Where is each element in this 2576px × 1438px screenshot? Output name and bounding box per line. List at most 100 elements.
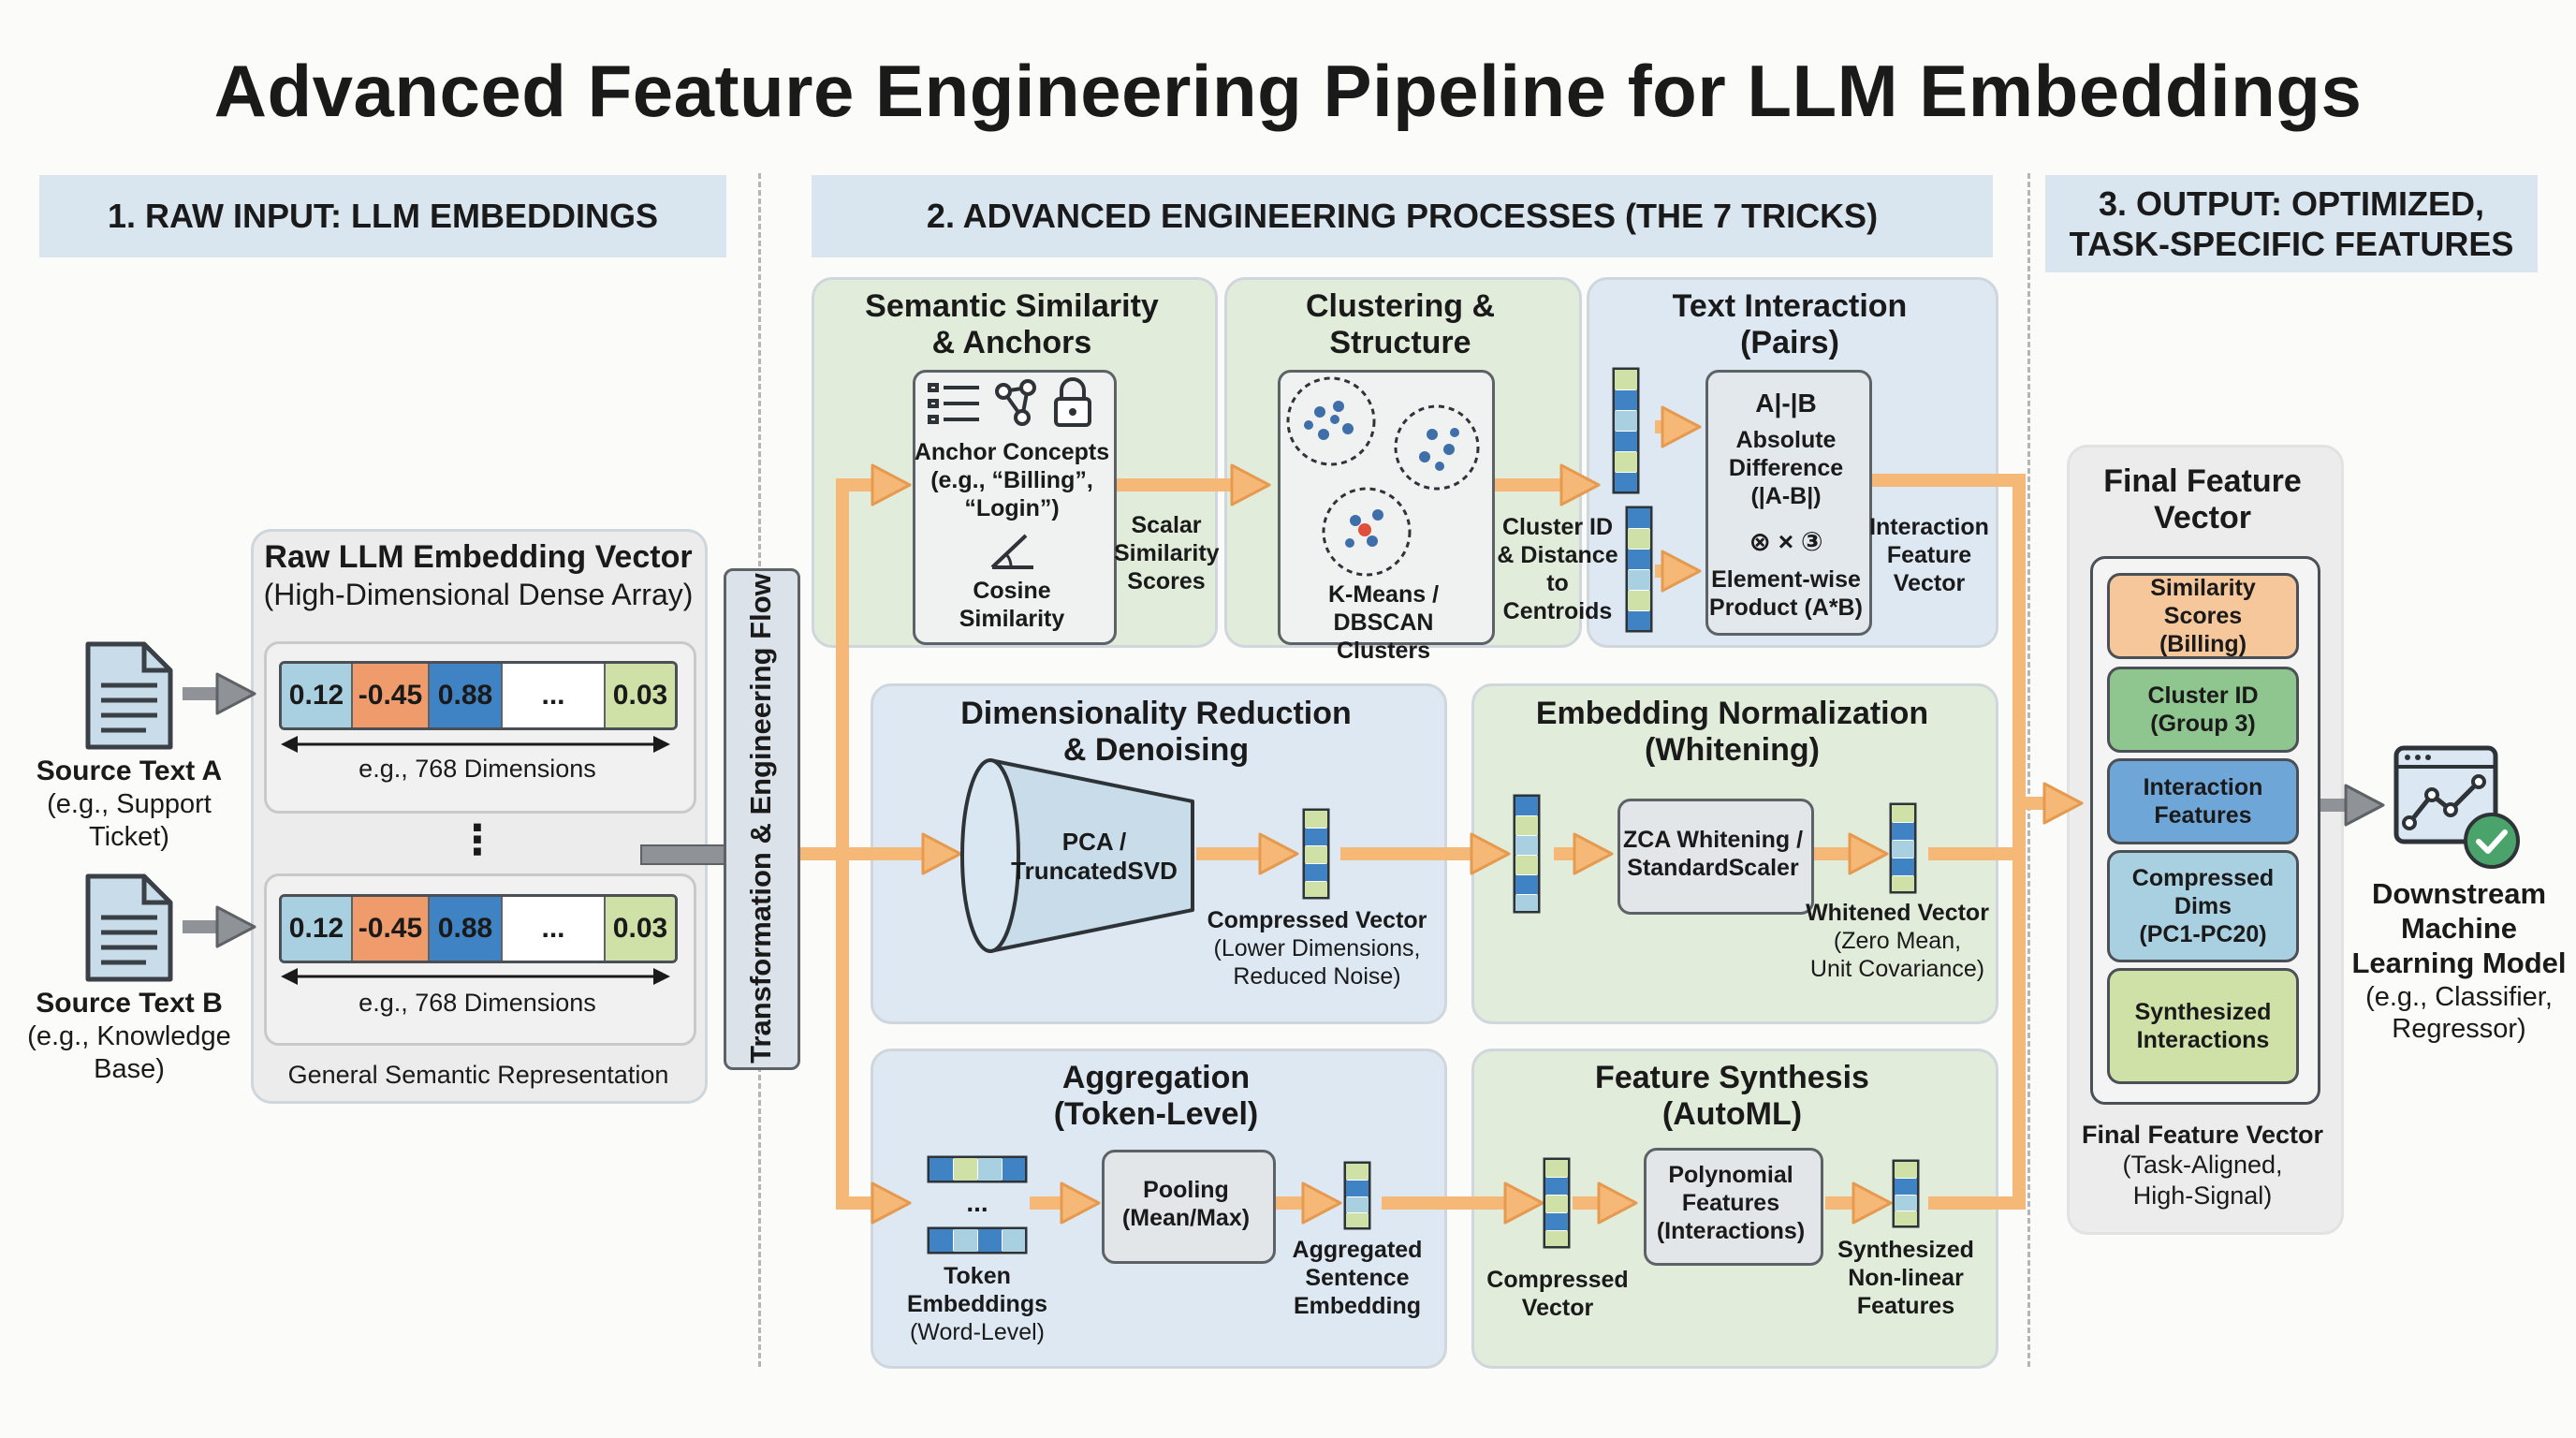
section-header-output: 3. OUTPUT: OPTIMIZED, TASK-SPECIFIC FEAT… (2045, 175, 2538, 272)
embedding-vector-a: 0.12 -0.45 0.88 ... 0.03 (279, 661, 678, 730)
vector-cell: -0.45 (353, 897, 430, 961)
abs-line2: Difference (1728, 455, 1844, 481)
final-item-line: Synthesized (2134, 999, 2272, 1025)
polynomial-label: Polynomial Features (Interactions) (1644, 1161, 1818, 1245)
scalar-line1: Scalar (1131, 512, 1202, 538)
aggregation-title-line2: (Token-Level) (1053, 1096, 1259, 1133)
final-item-line: Compressed Dims (2131, 865, 2275, 919)
final-item-line: (PC1-PC20) (2139, 921, 2267, 947)
token-line1: Token (944, 1263, 1011, 1289)
section-header-output-line1: 3. OUTPUT: OPTIMIZED, (2098, 183, 2484, 223)
check-icon (2464, 813, 2520, 869)
vector-cell: ... (503, 897, 606, 961)
dims-label-a: e.g., 768 Dimensions (359, 755, 596, 783)
dimred-title-line1: Dimensionality Reduction (960, 696, 1352, 731)
clustering-title-line2: Structure (1329, 325, 1471, 361)
scalar-scores-label: Scalar Similarity Scores (1114, 511, 1220, 595)
whitened-title: Whitened Vector (1806, 900, 1989, 926)
aggregated-line2: Sentence (1305, 1265, 1410, 1291)
final-title-line1: Final Feature (2103, 463, 2302, 499)
list-icon (928, 383, 979, 424)
aggregation-title-line1: Aggregation (1061, 1060, 1251, 1095)
compressed-sub2: Reduced Noise) (1233, 963, 1401, 990)
pooling-label: Pooling (Mean/Max) (1102, 1176, 1270, 1232)
abs-diff-label: Absolute Difference (|A-B|) (1705, 426, 1866, 510)
interaction-out-line2: Feature (1886, 542, 1972, 568)
source-b-sub2: Base) (94, 1053, 165, 1084)
raw-vector-heading: Raw LLM Embedding Vector (High-Dimension… (251, 538, 706, 612)
final-caption-line3: High-Signal) (2132, 1181, 2273, 1210)
final-item-line: (Billing) (2159, 631, 2247, 657)
final-item-cluster: Cluster ID(Group 3) (2107, 667, 2299, 753)
anchor-concepts-label: Anchor Concepts (e.g., “Billing”, “Login… (913, 438, 1111, 522)
token-strip-top (927, 1155, 1028, 1183)
dimension-arrow-a (281, 736, 670, 753)
normalization-title-line2: (Whitening) (1645, 732, 1820, 769)
token-embeddings-label: Token Embeddings (Word-Level) (889, 1262, 1065, 1346)
arrow-collector (1868, 474, 2026, 1210)
kmeans-label: K-Means / DBSCAN Clusters (1278, 580, 1489, 665)
downstream-line4: (e.g., Classifier, (2365, 981, 2553, 1012)
kmeans-line2: Clusters (1336, 638, 1431, 664)
clustering-inner-box (1278, 370, 1495, 645)
source-b-sub1: (e.g., Knowledge (27, 1021, 231, 1051)
flow-column-label: Transformation & Engineering Flow (744, 573, 777, 1064)
anchor-line1: Anchor Concepts (914, 439, 1110, 465)
cluster-id-line3: to Centroids (1502, 570, 1613, 624)
synth-out-line1: Synthesized (1837, 1237, 1974, 1263)
scalar-line3: Scores (1127, 568, 1206, 594)
pooling-box (1102, 1150, 1276, 1264)
chart-icon (2393, 745, 2498, 844)
vector-cell: 0.03 (606, 897, 675, 961)
flow-column (724, 568, 800, 1070)
synthesized-vector-strip (1892, 1159, 1920, 1228)
document-icon (85, 873, 173, 982)
semantic-title-line1: Semantic Similarity (865, 288, 1159, 324)
divider-right (2027, 173, 2030, 1367)
synth-out-line3: Features (1856, 1293, 1955, 1319)
synth-out-line2: Non-linear (1848, 1265, 1964, 1291)
interaction-out-line1: Interaction (1869, 514, 1989, 540)
source-a-title: Source Text A (36, 756, 223, 786)
final-item-line: Features (2154, 802, 2252, 829)
whitened-sub2: Unit Covariance) (1809, 956, 1985, 982)
vertical-ellipsis: ⋮ (457, 817, 498, 863)
vector-cell: 0.88 (430, 897, 503, 961)
aggregated-line3: Embedding (1293, 1293, 1422, 1319)
dimension-arrow-b (281, 968, 670, 985)
poly-line1: Polynomial (1668, 1162, 1793, 1188)
synthesis-title: Feature Synthesis (AutoML) (1471, 1060, 1993, 1133)
section-header-processes: 2. ADVANCED ENGINEERING PROCESSES (THE 7… (812, 175, 1993, 257)
synthesized-label: Synthesized Non-linear Features (1829, 1236, 1983, 1320)
arrow-to-semantic (836, 463, 912, 854)
prod-line1: Element-wise (1711, 566, 1861, 593)
synthesis-title-line2: (AutoML) (1661, 1096, 1803, 1133)
zca-label: ZCA Whitening / StandardScaler (1617, 826, 1808, 882)
source-b-title: Source Text B (36, 988, 223, 1019)
polynomial-box (1644, 1148, 1823, 1266)
cluster-id-line2: & Distance (1497, 542, 1618, 568)
cluster-id-line1: Cluster ID (1501, 514, 1614, 540)
downstream-line5: Regressor) (2392, 1014, 2526, 1045)
raw-vector-subtitle: (High-Dimensional Dense Array) (263, 577, 694, 611)
vector-cell: 0.12 (282, 897, 353, 961)
abs-diff-symbol: A|-|B (1755, 389, 1817, 418)
final-item-similarity: Similarity Scores(Billing) (2107, 573, 2299, 659)
vector-cell: -0.45 (353, 664, 430, 727)
synthesis-input-strip (1543, 1157, 1571, 1249)
final-vector-caption: Final Feature Vector (Task-Aligned, High… (2067, 1120, 2338, 1211)
lock-icon (1054, 377, 1091, 427)
dimred-title: Dimensionality Reduction & Denoising (871, 696, 1442, 769)
abs-line1: Absolute (1735, 427, 1837, 453)
zca-line2: StandardScaler (1627, 855, 1799, 881)
graph-icon (995, 379, 1036, 426)
token-line2: Embeddings (906, 1291, 1047, 1317)
final-item-line: Interactions (2136, 1027, 2270, 1053)
arrow-to-aggregation (836, 854, 912, 1225)
pca-line2: TruncatedSVD (1011, 857, 1178, 886)
embedding-vector-b: 0.12 -0.45 0.88 ... 0.03 (279, 894, 678, 963)
compressed-vector-strip (1302, 808, 1330, 900)
raw-vector-title: Raw LLM Embedding Vector (264, 539, 693, 575)
dimred-title-line2: & Denoising (1062, 732, 1250, 769)
